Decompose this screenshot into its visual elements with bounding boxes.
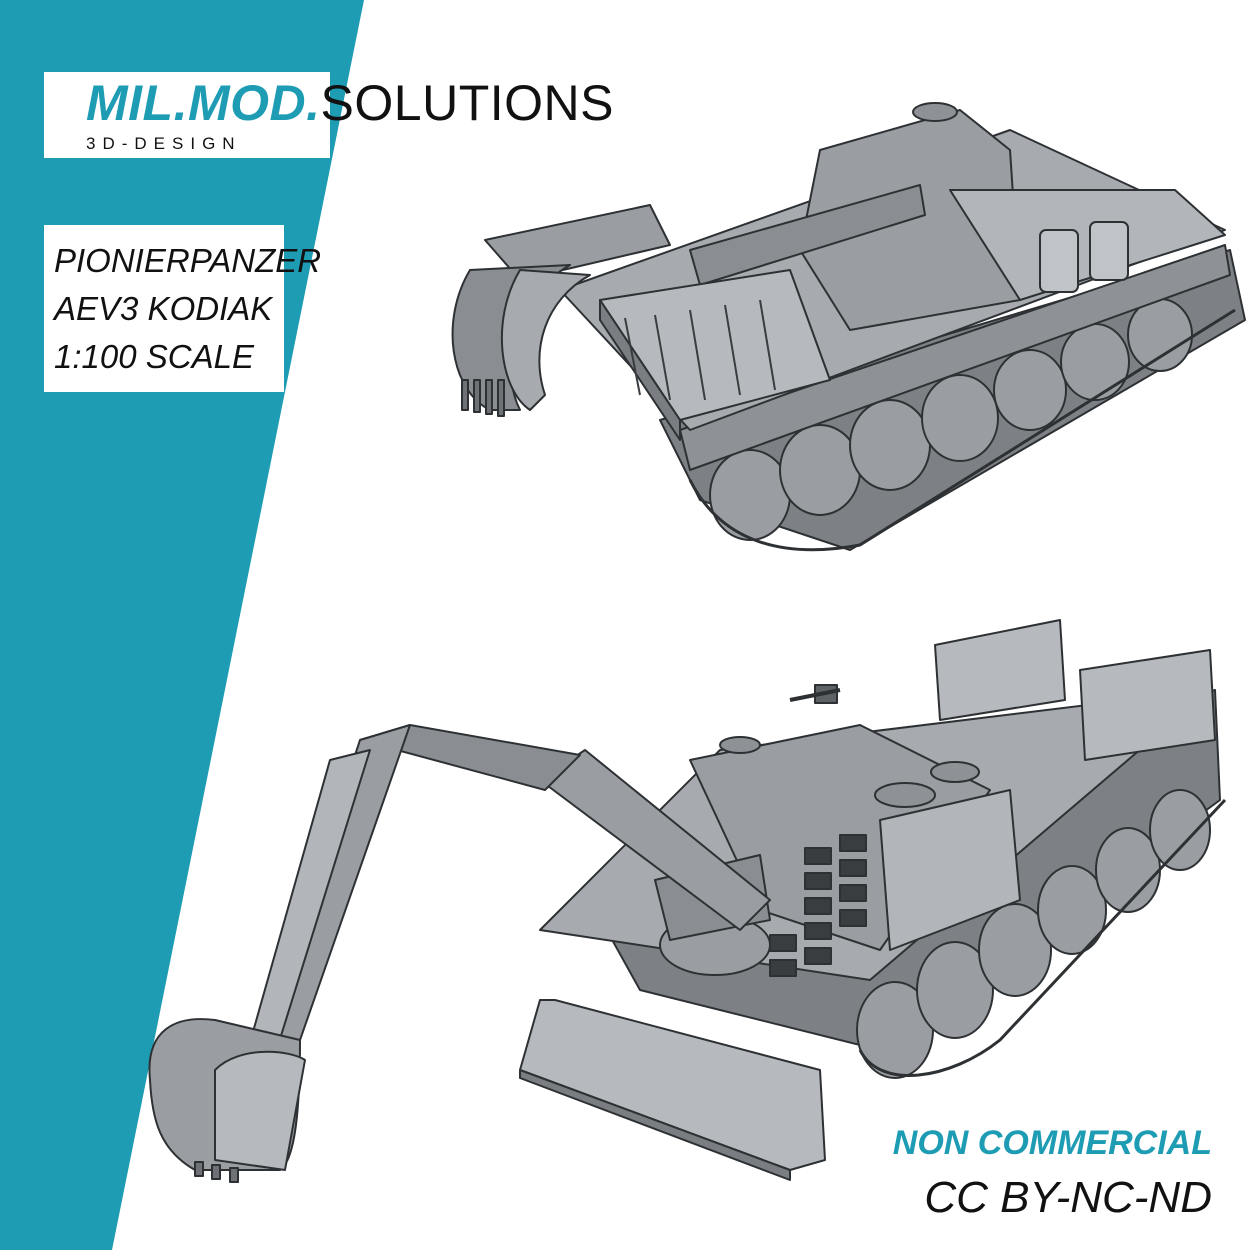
brand-rest: SOLUTIONS (320, 75, 614, 131)
brand-accent: MIL.MOD. (86, 75, 321, 131)
brand-logo: MIL.MOD.SOLUTIONS (86, 74, 614, 132)
logo-box (44, 72, 330, 158)
license-tag: NON COMMERCIAL (892, 1124, 1212, 1162)
brand-subtitle: 3D-DESIGN (86, 134, 242, 153)
product-line-3: 1:100 SCALE (54, 338, 254, 375)
description-box (44, 225, 284, 392)
product-line-2: AEV3 KODIAK (54, 290, 273, 327)
product-line-1: PIONIERPANZER (54, 242, 322, 279)
license-code: CC BY-NC-ND (924, 1173, 1212, 1222)
